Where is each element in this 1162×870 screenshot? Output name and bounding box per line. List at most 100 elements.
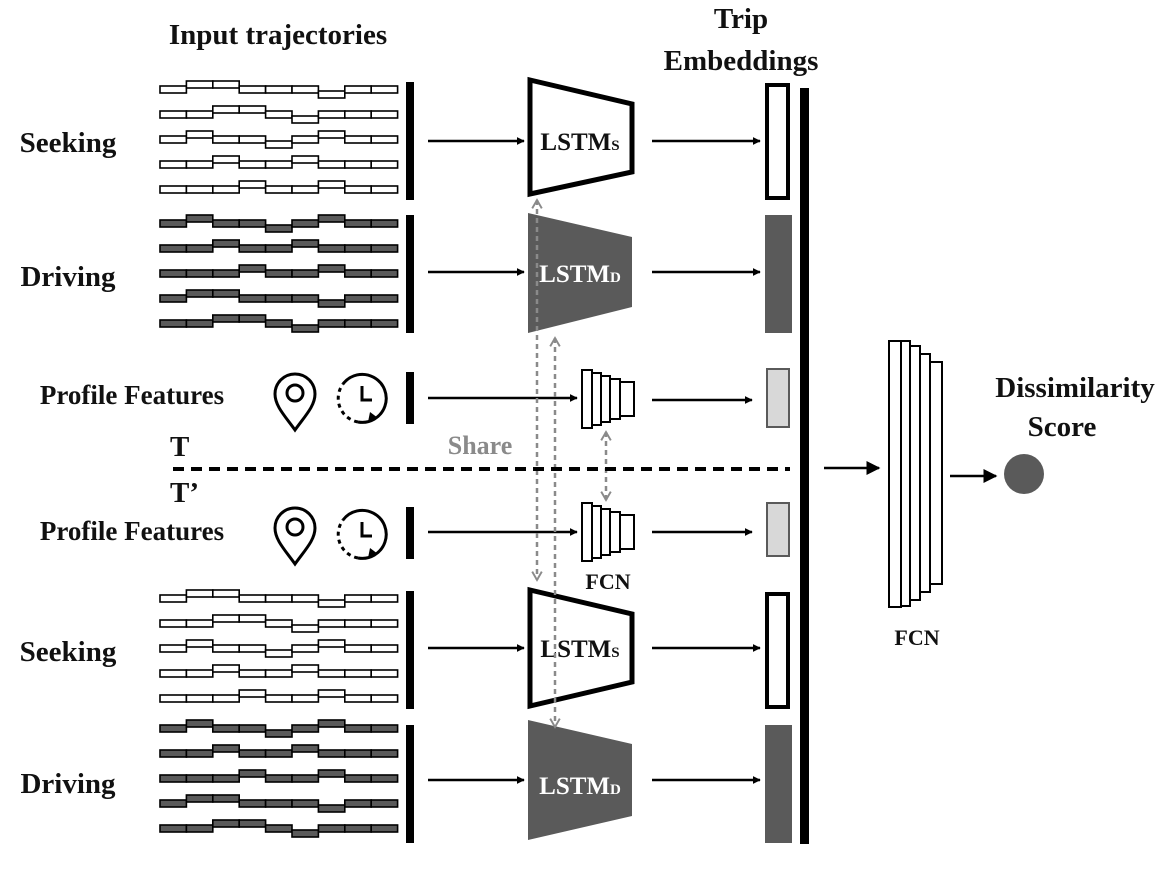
embedding-seeking-top (765, 83, 790, 200)
trajectory-segment (159, 185, 188, 194)
trajectory-segment (185, 719, 214, 728)
embedding-driving-bottom (765, 725, 792, 843)
fcn-layer (591, 372, 602, 426)
input-bar-profile-top (406, 372, 414, 424)
trajectory-t-label: T (170, 431, 189, 463)
clock-history-icon (336, 508, 388, 560)
trajectory-segment (317, 214, 346, 223)
trajectory-segment (159, 774, 188, 783)
trajectory-segment (317, 669, 346, 678)
trajectory-segment (264, 294, 293, 303)
trajectory-segment (370, 269, 399, 278)
trajectory-segment (212, 135, 241, 144)
fcn-layer (581, 502, 593, 562)
embedding-seeking-bottom (765, 592, 790, 709)
trajectory-segment (159, 269, 188, 278)
input-bar-seeking-top (406, 82, 414, 200)
trajectory-segment (159, 644, 188, 653)
trajectory-segment (370, 749, 399, 758)
fcn-layer (619, 514, 635, 550)
trajectory-segment (343, 110, 372, 119)
trajectory-segment (370, 135, 399, 144)
lstm-seeking-bottom-label: LSTMS (540, 636, 619, 663)
trajectory-segment (264, 160, 293, 169)
trajectory-segment (343, 749, 372, 758)
trajectory-segment (291, 185, 320, 194)
trajectory-segment (238, 105, 267, 114)
trajectory-segment (238, 180, 267, 189)
trajectory-segment (343, 135, 372, 144)
trajectory-segment (291, 774, 320, 783)
trajectory-group-driving-bottom (159, 719, 399, 838)
fcn-final (888, 340, 943, 608)
trajectory-segment (370, 185, 399, 194)
trajectory-segment (343, 694, 372, 703)
trajectory-segment (291, 664, 320, 673)
fcn-profile-top (581, 369, 635, 429)
trajectory-segment (317, 719, 346, 728)
trajectory-segment (343, 244, 372, 253)
lstm-driving-bottom (528, 720, 632, 840)
trajectory-segment (264, 749, 293, 758)
trajectory-segment (291, 829, 320, 838)
driving-label-top: Driving (20, 261, 116, 293)
trajectory-segment (159, 724, 188, 733)
trajectory-segment (238, 294, 267, 303)
trajectory-segment (264, 185, 293, 194)
trajectory-segment (264, 594, 293, 603)
trajectory-group-seeking-bottom (159, 589, 399, 703)
dissimilarity-score-title-line1: Dissimilarity (995, 372, 1155, 404)
trajectory-segment (212, 80, 241, 89)
lstm-driving-top-label: LSTMD (539, 261, 621, 288)
trajectory-segment (317, 804, 346, 813)
trajectory-segment (238, 724, 267, 733)
trajectory-segment (317, 749, 346, 758)
trajectory-segment (185, 130, 214, 139)
trajectory-segment (185, 639, 214, 648)
trajectory-segment (291, 219, 320, 228)
trajectory-group-driving-top (159, 214, 399, 333)
trajectory-segment (185, 214, 214, 223)
share-label: Share (448, 431, 513, 460)
trajectory-segment (185, 319, 214, 328)
trajectory-segment (370, 594, 399, 603)
trajectory-segment (317, 244, 346, 253)
trajectory-segment (212, 219, 241, 228)
trajectory-segment (370, 824, 399, 833)
trajectory-segment (185, 694, 214, 703)
trajectory-segment (159, 85, 188, 94)
trajectory-segment (264, 774, 293, 783)
input-bar-seeking-bottom (406, 591, 414, 709)
trajectory-segment (185, 794, 214, 803)
trajectory-segment (317, 824, 346, 833)
trajectory-segment (159, 319, 188, 328)
trajectory-segment (370, 774, 399, 783)
trajectory-segment (343, 269, 372, 278)
trajectory-segment (238, 644, 267, 653)
trajectory-segment (212, 185, 241, 194)
trajectory-segment (238, 669, 267, 678)
trajectory-segment (238, 244, 267, 253)
trajectory-segment (212, 724, 241, 733)
trajectory-segment (343, 669, 372, 678)
trajectory-segment (212, 774, 241, 783)
trajectory-segment (264, 224, 293, 233)
trajectory-segment (159, 219, 188, 228)
trajectory-segment (317, 619, 346, 628)
fcn-layer (591, 505, 602, 559)
trajectory-segment (370, 110, 399, 119)
trajectory-segment (238, 314, 267, 323)
lstm-driving-bottom-label: LSTMD (539, 773, 621, 800)
trajectory-segment (264, 799, 293, 808)
profile-features-label-top: Profile Features (40, 380, 224, 410)
trajectory-segment (317, 180, 346, 189)
fcn-profile-label: FCN (585, 569, 630, 594)
trajectory-segment (370, 160, 399, 169)
trajectory-segment (291, 799, 320, 808)
trajectory-segment (343, 85, 372, 94)
trajectory-segment (264, 140, 293, 149)
trajectory-segment (212, 664, 241, 673)
trajectory-segment (291, 594, 320, 603)
concatenation-bar (800, 88, 809, 844)
trajectory-segment (317, 299, 346, 308)
